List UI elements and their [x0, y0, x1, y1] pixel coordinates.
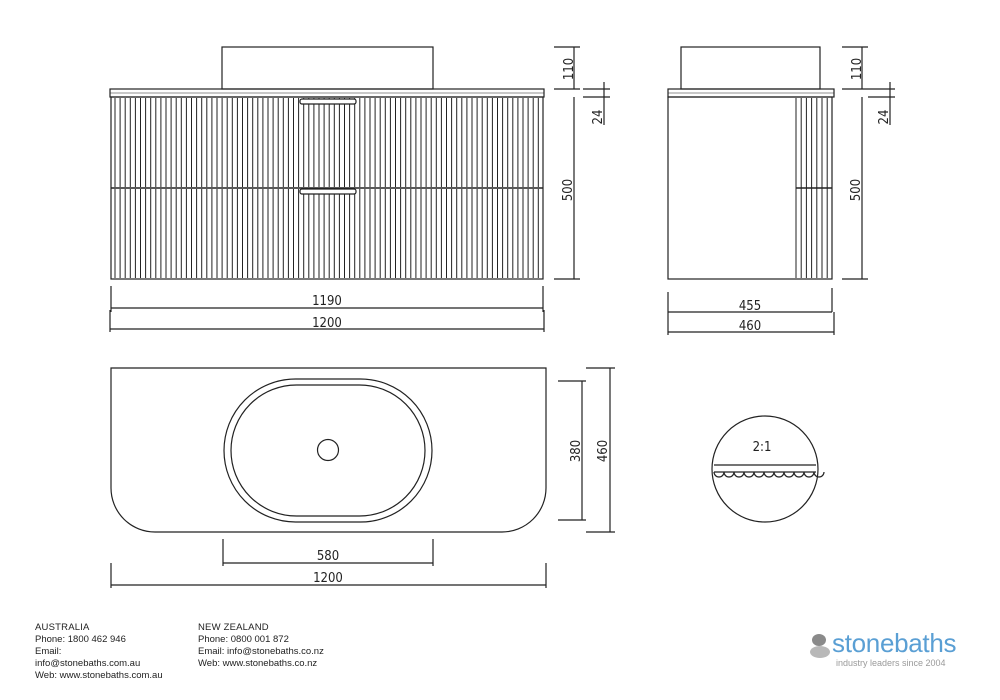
pebble-icon-lower: [810, 646, 830, 658]
dim-plan-380: 380: [569, 440, 584, 462]
plan-outline: [110, 367, 547, 533]
dim-front-110: 110: [562, 58, 577, 80]
plan-view: [110, 367, 615, 588]
stonebaths-logo: stonebaths industry leaders since 2004: [810, 628, 980, 672]
front-flutes: [114, 98, 539, 278]
handle-top: [299, 98, 357, 105]
pebble-icon: [812, 634, 826, 646]
contact-heading-new-zealand: NEW ZEALAND: [198, 622, 269, 633]
dim-plan-460: 460: [596, 440, 611, 462]
dim-plan-1200: 1200: [313, 571, 343, 586]
front-view: [109, 46, 610, 332]
dim-side-110: 110: [850, 58, 865, 80]
flute-detail: [711, 415, 825, 523]
contact-email-australia[interactable]: info@stonebaths.com.au: [35, 658, 141, 669]
contact-email-new-zealand[interactable]: Email: info@stonebaths.co.nz: [198, 646, 324, 657]
basin-inner: [230, 384, 426, 517]
contact-australia: AUSTRALIA Phone: 1800 462 946 Email: inf…: [35, 622, 163, 682]
dim-front-24: 24: [591, 110, 606, 125]
detail-scale-label: 2:1: [753, 440, 772, 455]
contact-web-australia[interactable]: Web: www.stonebaths.com.au: [35, 670, 163, 681]
dim-side-455: 455: [739, 299, 761, 314]
dim-side-500: 500: [849, 179, 864, 201]
dim-side-24: 24: [877, 110, 892, 125]
dim-front-1200: 1200: [312, 316, 342, 331]
dim-side-460: 460: [739, 319, 761, 334]
detail-flute-profile: [713, 471, 825, 478]
handle-bottom: [299, 188, 357, 195]
drain-hole: [316, 438, 340, 462]
contact-heading-australia: AUSTRALIA: [35, 622, 90, 633]
side-basin: [680, 46, 821, 90]
dim-front-1190: 1190: [312, 294, 342, 309]
brand-tagline: industry leaders since 2004: [836, 658, 946, 668]
contact-new-zealand: NEW ZEALAND Phone: 0800 001 872 Email: i…: [198, 622, 324, 670]
side-view: [667, 46, 895, 335]
contact-email-label-australia: Email:: [35, 646, 62, 657]
contact-phone-new-zealand: Phone: 0800 001 872: [198, 634, 289, 645]
detail-circle: [711, 415, 819, 523]
dim-front-500: 500: [561, 179, 576, 201]
contact-phone-australia: Phone: 1800 462 946: [35, 634, 126, 645]
basin-outer: [223, 378, 433, 523]
contact-web-new-zealand[interactable]: Web: www.stonebaths.co.nz: [198, 658, 318, 669]
dim-plan-580: 580: [317, 549, 339, 564]
brand-name: stonebaths: [832, 628, 957, 658]
front-basin: [221, 46, 434, 90]
